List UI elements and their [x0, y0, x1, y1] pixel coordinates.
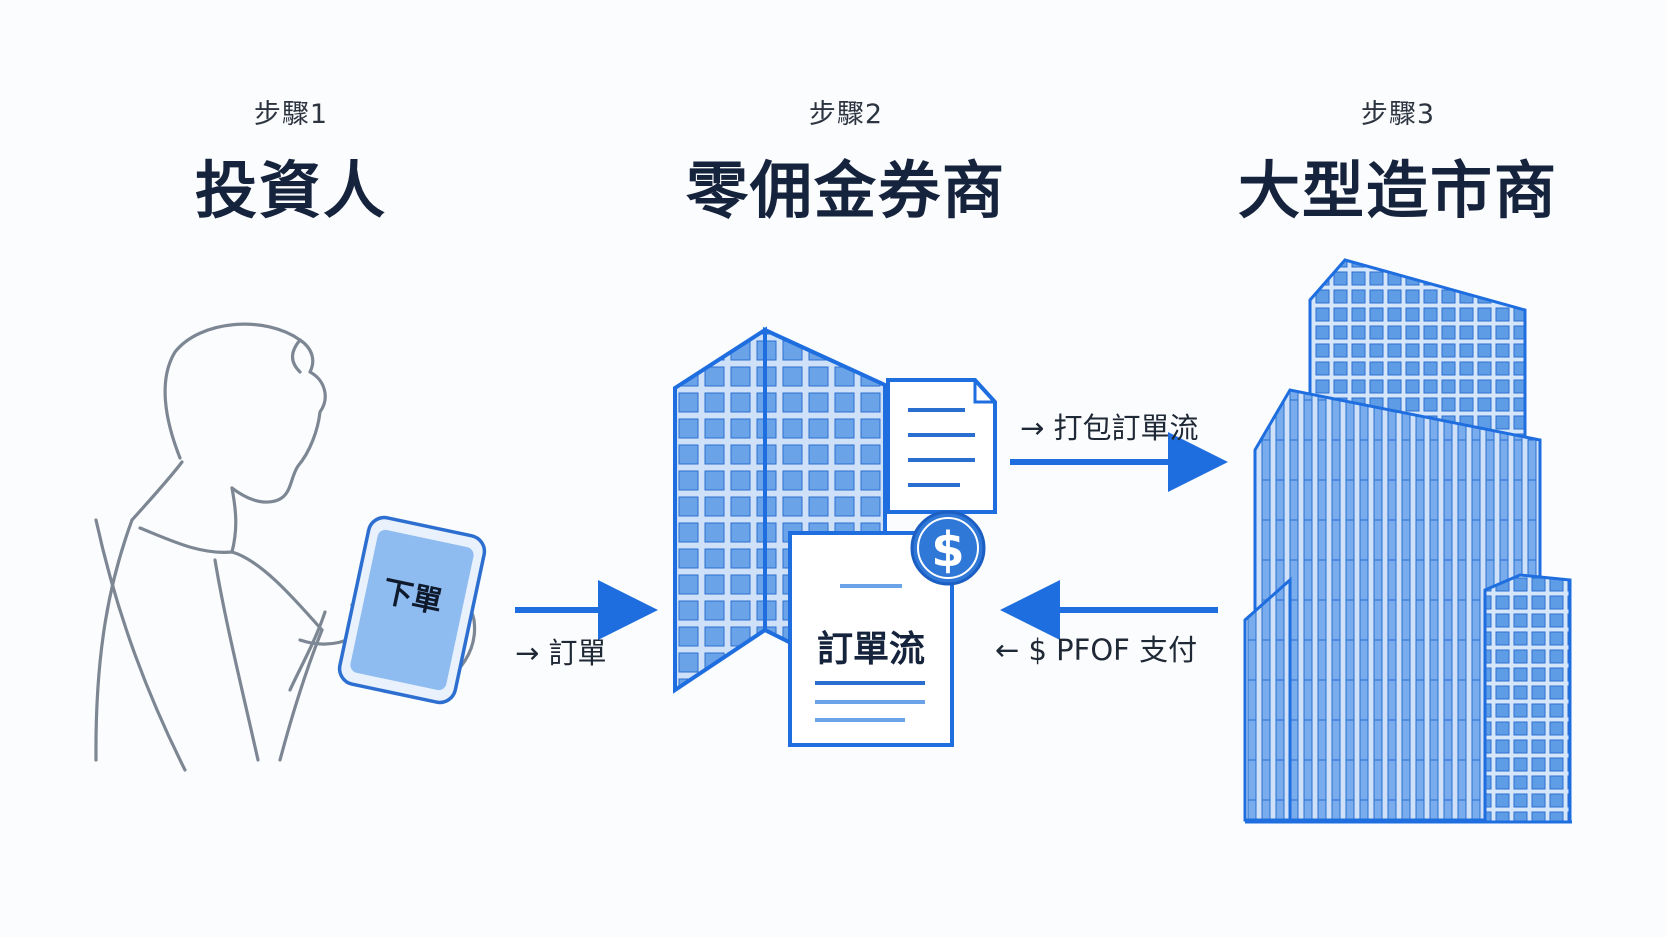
order-flow-doc-title: 訂單流 [816, 629, 925, 670]
step-2-label: 步驟2 [808, 99, 884, 130]
dollar-coin-icon: $ [910, 510, 986, 586]
step-1-title: 投資人 [194, 154, 387, 227]
step-2-title: 零佣金券商 [685, 154, 1006, 227]
packaged-flow-label: → 打包訂單流 [1020, 411, 1199, 445]
step-3-title: 大型造市商 [1237, 154, 1558, 227]
tablet-device [337, 515, 487, 705]
svg-text:$: $ [931, 522, 964, 578]
pfof-payment-label: ← $ PFOF 支付 [995, 633, 1198, 667]
order-flow-label: → 訂單 [515, 636, 607, 670]
market-maker-building [1243, 258, 1572, 824]
step-3-label: 步驟3 [1360, 99, 1436, 130]
step-1-label: 步驟1 [253, 99, 329, 130]
document-icon [886, 378, 997, 514]
